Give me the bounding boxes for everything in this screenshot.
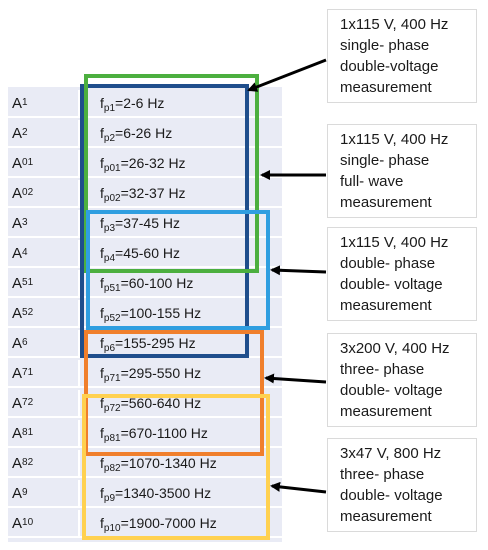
- row-frequency: fp01=26-32 Hz: [100, 155, 186, 174]
- row-frequency: fp72=560-640 Hz: [100, 395, 202, 414]
- row-frequency: fp3=37-45 Hz: [100, 215, 180, 234]
- callout-1: 1x115 V, 400 Hz single- phase double-vol…: [327, 9, 477, 103]
- callout-line: double- voltage: [340, 382, 443, 399]
- callout-line: single- phase: [340, 152, 430, 169]
- callout-line: measurement: [340, 79, 432, 96]
- row-frequency: fp71=295-550 Hz: [100, 365, 202, 384]
- callout-line: full- wave: [340, 173, 404, 190]
- row-frequency: fp51=60-100 Hz: [100, 275, 194, 294]
- group-frame-light-blue: [86, 210, 270, 330]
- callout-line: double- voltage: [340, 487, 443, 504]
- callout-line: measurement: [340, 508, 432, 525]
- callout-line: 1x115 V, 400 Hz: [340, 234, 449, 251]
- group-frame-dark-blue: [80, 84, 249, 358]
- callout-line: double- phase: [340, 255, 436, 272]
- row-frequency: fp9=1340-3500 Hz: [100, 485, 212, 504]
- row-frequency: fp10=1900-7000 Hz: [100, 515, 217, 534]
- callout-2: 1x115 V, 400 Hz single- phase full- wave…: [327, 124, 477, 218]
- row-frequency: fp52=100-155 Hz: [100, 305, 202, 324]
- group-frame-yellow: [82, 394, 270, 540]
- callout-line: double-voltage: [340, 58, 439, 75]
- callout-line: double- voltage: [340, 276, 443, 293]
- row-frequency: fp6=155-295 Hz: [100, 335, 196, 354]
- row-frequency: fp4=45-60 Hz: [100, 245, 180, 264]
- arrow-3: [270, 265, 327, 276]
- callout-line: measurement: [340, 194, 432, 211]
- row-frequency: fp2=6-26 Hz: [100, 125, 173, 144]
- callout-3: 1x115 V, 400 Hz double- phase double- vo…: [327, 227, 477, 321]
- callout-5: 3x47 V, 800 Hz three- phase double- volt…: [327, 438, 477, 532]
- row-frequency: fp82=1070-1340 Hz: [100, 455, 217, 474]
- arrow-5: [270, 481, 327, 494]
- group-frame-green: [84, 74, 259, 273]
- row-frequency: fp81=670-1100 Hz: [100, 425, 208, 444]
- callout-4: 3x200 V, 400 Hz three- phase double- vol…: [327, 333, 477, 427]
- callout-line: 3x47 V, 800 Hz: [340, 445, 442, 462]
- callout-line: three- phase: [340, 466, 425, 483]
- callout-line: measurement: [340, 403, 432, 420]
- callout-line: 1x115 V, 400 Hz: [340, 16, 449, 33]
- callout-line: measurement: [340, 297, 432, 314]
- row-frequency: fp02=32-37 Hz: [100, 185, 186, 204]
- callout-line: three- phase: [340, 361, 425, 378]
- callout-line: single- phase: [340, 37, 430, 54]
- row-frequency: fp1=2-6 Hz: [100, 95, 165, 114]
- arrow-4: [264, 373, 327, 384]
- callout-line: 1x115 V, 400 Hz: [340, 131, 449, 148]
- group-frame-orange: [84, 330, 264, 456]
- arrow-1: [247, 58, 327, 92]
- callout-line: 3x200 V, 400 Hz: [340, 340, 450, 357]
